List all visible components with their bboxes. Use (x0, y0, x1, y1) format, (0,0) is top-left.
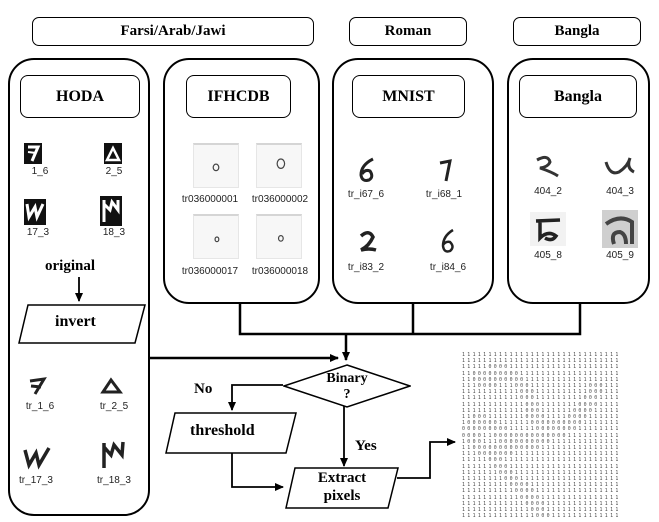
digit-caption: tr036000002 (251, 194, 309, 205)
digit-caption: tr_i84_6 (429, 262, 467, 273)
digit-image (256, 143, 302, 188)
header-bangla: Bangla (513, 17, 641, 46)
digit-image (24, 143, 42, 164)
dataset-merge-line (238, 304, 582, 336)
hoda-group (8, 58, 150, 516)
digit-image (98, 438, 128, 472)
digit-image (602, 210, 638, 248)
digit-image (530, 152, 566, 182)
digit-caption: tr036000001 (181, 194, 239, 205)
digit-caption: 17_3 (26, 227, 50, 238)
digit-image (600, 152, 638, 182)
digit-caption: tr_18_3 (97, 475, 131, 486)
extract-pixels-label: Extract pixels (317, 470, 367, 504)
threshold-parallelogram (165, 412, 297, 454)
invert-label: invert (55, 313, 96, 330)
digit-caption: tr036000018 (251, 266, 309, 277)
header-roman: Roman (349, 17, 467, 46)
threshold-label: threshold (190, 422, 255, 439)
digit-image (353, 155, 383, 185)
digit-image (430, 155, 460, 185)
ifhcdb-group (163, 58, 320, 304)
no-label: No (194, 381, 213, 397)
invert-parallelogram (18, 304, 146, 344)
digit-image (22, 443, 52, 471)
bangla-title-box: Bangla (519, 75, 637, 118)
digit-caption: 2_5 (105, 166, 123, 177)
header-farsi-arab-jawi: Farsi/Arab/Jawi (32, 17, 314, 46)
digit-caption: tr_i68_1 (425, 189, 463, 200)
digit-image (193, 214, 239, 259)
binary-decision-label: Binary ? (326, 371, 368, 402)
digit-caption: tr_1_6 (25, 401, 55, 412)
digit-caption: 405_9 (606, 250, 634, 261)
digit-image (193, 143, 239, 188)
digit-image (26, 375, 50, 397)
extract-to-matrix-line (397, 438, 456, 479)
digit-image (256, 214, 302, 259)
digit-caption: tr_i67_6 (347, 189, 385, 200)
digit-caption: tr_2_5 (99, 401, 129, 412)
digit-caption: 1_6 (31, 166, 49, 177)
bangla-group (507, 58, 650, 304)
digit-caption: tr_i83_2 (347, 262, 385, 273)
digit-image (100, 196, 122, 226)
binary-pixel-matrix: 1 1 1 1 1 1 1 1 1 1 1 1 1 1 1 1 1 1 1 1 … (462, 352, 619, 520)
digit-image (353, 226, 383, 256)
digit-image (104, 143, 122, 164)
digit-image (433, 226, 463, 256)
digit-caption: tr_17_3 (19, 475, 53, 486)
digit-caption: 404_2 (534, 186, 562, 197)
digit-image (100, 375, 124, 397)
original-label: original (45, 258, 96, 274)
digit-image (24, 199, 46, 225)
digit-caption: 405_8 (534, 250, 562, 261)
digit-caption: tr036000017 (181, 266, 239, 277)
hoda-title-box: HODA (20, 75, 140, 118)
mnist-group (332, 58, 494, 304)
no-branch-line (228, 384, 283, 411)
extract-pixels-parallelogram (285, 467, 399, 509)
digit-image (530, 212, 566, 246)
threshold-to-extract-line (231, 453, 284, 491)
mnist-title-box: MNIST (352, 75, 465, 118)
ifhcdb-title-box: IFHCDB (186, 75, 291, 118)
binary-decision-diamond (283, 364, 411, 408)
digit-caption: 404_3 (606, 186, 634, 197)
yes-label: Yes (355, 438, 377, 454)
digit-caption: 18_3 (102, 227, 126, 238)
